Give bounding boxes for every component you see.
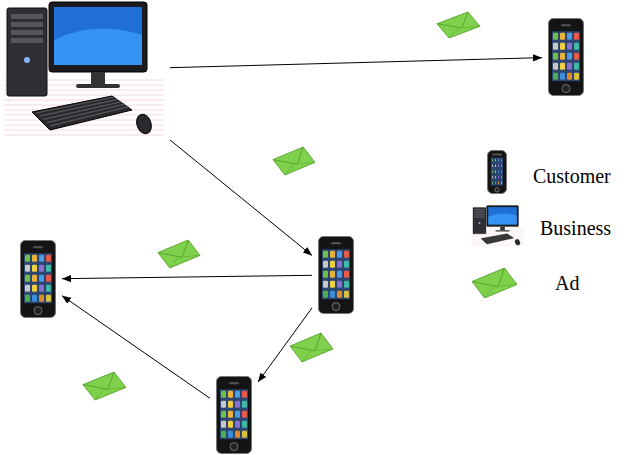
ad-envelope [472, 268, 517, 298]
legend-label: Ad [555, 273, 579, 293]
ad-envelope [158, 240, 200, 268]
phone-icon [549, 19, 584, 96]
phone-icon [319, 237, 354, 314]
computer-outline [4, 0, 164, 140]
ad-envelope [83, 372, 126, 400]
ad-envelope [437, 12, 480, 38]
ad-envelope [290, 333, 333, 362]
ad-envelope [273, 147, 315, 175]
customer-phone [318, 236, 354, 314]
computer-icon [4, 2, 164, 136]
phone-icon [21, 241, 56, 318]
legend-icon [487, 150, 507, 194]
legend-icon [472, 205, 524, 247]
phone-outline [20, 240, 56, 318]
phone-outline [318, 236, 354, 314]
phone-icon [217, 377, 252, 454]
ad-arrow [170, 58, 542, 68]
customer-phone [216, 376, 252, 454]
customer-phone [20, 240, 56, 318]
customer-phone [548, 18, 584, 96]
legend-label: Customer [533, 166, 611, 186]
phone-icon [488, 151, 507, 194]
ad-arrow [62, 296, 210, 399]
business-computer [4, 0, 164, 140]
computer-icon [472, 206, 524, 246]
phone-outline [548, 18, 584, 96]
legend-label: Business [540, 218, 611, 238]
phone-outline [216, 376, 252, 454]
ad-arrow [62, 275, 312, 278]
legend-icon [472, 268, 517, 298]
